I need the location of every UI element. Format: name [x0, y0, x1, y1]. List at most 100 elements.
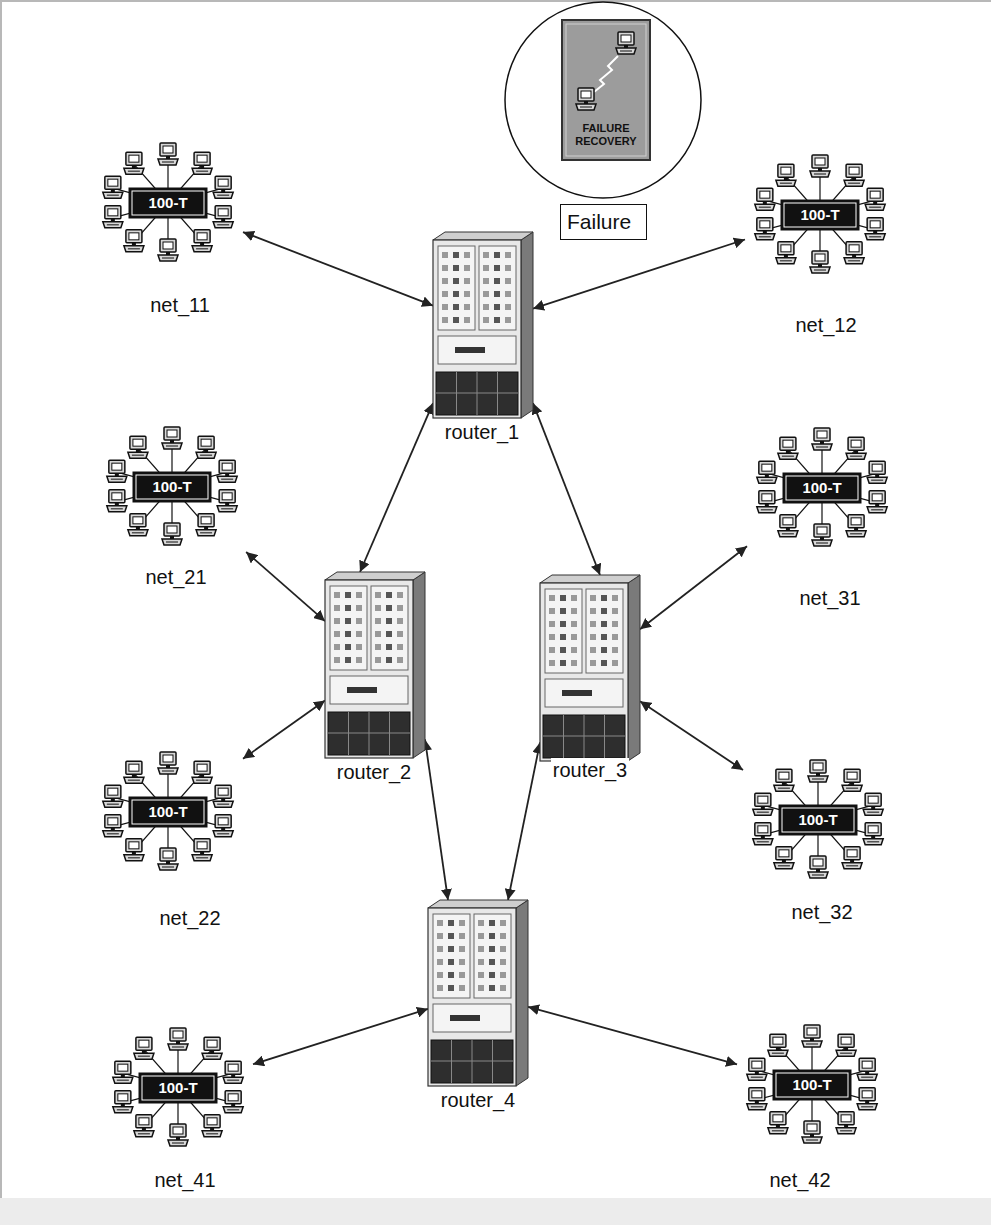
- keys: [217, 195, 229, 196]
- keys: [814, 174, 826, 175]
- port: [345, 657, 351, 663]
- monitor: [844, 847, 860, 860]
- port: [494, 278, 500, 284]
- hub-label: 100-T: [779, 805, 857, 835]
- hub-box: [779, 805, 857, 835]
- screen: [197, 233, 207, 240]
- link-arrow: [508, 742, 540, 900]
- port: [386, 657, 392, 663]
- monitor: [109, 490, 125, 503]
- keyboard: [778, 453, 798, 459]
- keys: [772, 1053, 784, 1054]
- keyboard: [213, 192, 233, 198]
- screen: [762, 464, 772, 471]
- monitor: [136, 1115, 152, 1128]
- keys: [227, 1080, 239, 1081]
- computer-icon: [865, 188, 885, 210]
- link-arrow: [253, 1009, 428, 1064]
- port: [483, 317, 489, 323]
- router-name: router_2: [335, 760, 414, 784]
- screen: [207, 1040, 217, 1047]
- port: [464, 265, 470, 271]
- keyboard: [810, 171, 830, 177]
- port: [459, 985, 465, 991]
- keys: [867, 812, 879, 813]
- keyboard: [865, 234, 885, 240]
- monitor: [215, 176, 231, 189]
- screen: [779, 772, 789, 779]
- port: [459, 959, 465, 965]
- keys: [812, 779, 824, 780]
- keyboard: [757, 507, 777, 513]
- computer-icon: [857, 1058, 877, 1080]
- keys: [132, 455, 144, 456]
- port: [601, 647, 607, 653]
- keyboard: [168, 1140, 188, 1146]
- port: [397, 618, 403, 624]
- keyboard: [857, 1104, 877, 1110]
- screen: [783, 440, 793, 447]
- keyboard: [217, 476, 237, 482]
- lan-cloud: 100-Tnet_32: [743, 755, 893, 885]
- router-icon: [428, 900, 528, 1086]
- keys: [111, 479, 123, 480]
- network-name: net_42: [767, 1168, 832, 1192]
- keys: [196, 780, 208, 781]
- port: [505, 252, 511, 258]
- keys: [869, 207, 881, 208]
- computer-icon: [810, 251, 830, 273]
- port: [464, 291, 470, 297]
- port: [612, 608, 618, 614]
- keyboard: [168, 1044, 188, 1050]
- keys: [200, 532, 212, 533]
- port: [494, 304, 500, 310]
- keys: [816, 447, 828, 448]
- computer-icon: [103, 206, 123, 228]
- monitor: [215, 206, 231, 219]
- port: [334, 605, 340, 611]
- keyboard: [192, 855, 212, 861]
- monitor: [812, 155, 828, 168]
- keyboard: [753, 809, 773, 815]
- screen: [218, 179, 228, 186]
- computer-icon: [192, 839, 212, 861]
- monitor: [130, 514, 146, 527]
- port: [334, 657, 340, 663]
- monitor: [778, 164, 794, 177]
- keys: [782, 533, 794, 534]
- failure-recovery-object: FAILURE RECOVERYFailure: [500, 0, 710, 244]
- port: [489, 933, 495, 939]
- hub-box: [133, 472, 211, 502]
- screen: [197, 842, 207, 849]
- port: [505, 304, 511, 310]
- keys: [867, 841, 879, 842]
- hub-label: 100-T: [133, 472, 211, 502]
- keys: [778, 865, 790, 866]
- keyboard: [124, 246, 144, 252]
- screen: [817, 527, 827, 534]
- computer-icon: [774, 847, 794, 869]
- port: [489, 972, 495, 978]
- hub-label: 100-T: [773, 1070, 851, 1100]
- router: router_4: [428, 900, 528, 1086]
- keys: [580, 107, 592, 108]
- keyboard: [616, 48, 636, 54]
- keys: [759, 207, 771, 208]
- port: [601, 595, 607, 601]
- monitor: [810, 760, 826, 773]
- keys: [128, 780, 140, 781]
- monitor: [770, 1112, 786, 1125]
- screen: [197, 764, 207, 771]
- keyboard: [747, 1074, 767, 1080]
- router-icon: [325, 572, 425, 758]
- computer-icon: [774, 769, 794, 791]
- port: [375, 657, 381, 663]
- keyboard: [857, 1074, 877, 1080]
- screen: [862, 1061, 872, 1068]
- router-icon: [540, 575, 640, 761]
- port: [560, 595, 566, 601]
- router-name: router_1: [443, 420, 522, 444]
- computer-icon: [192, 230, 212, 252]
- computer-icon: [217, 490, 237, 512]
- selection-circle: [505, 2, 701, 198]
